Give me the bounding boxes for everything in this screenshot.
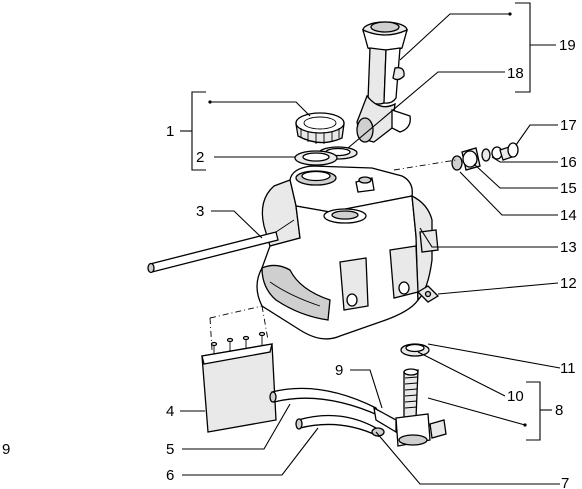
callout-7: 7 xyxy=(561,475,569,489)
tank-cap-part xyxy=(295,112,345,144)
callout-4: 4 xyxy=(166,403,174,420)
callout-18: 18 xyxy=(507,65,524,82)
callout-8: 8 xyxy=(555,402,563,419)
callout-2: 2 xyxy=(196,149,204,166)
fuel-tap-part xyxy=(371,343,447,447)
heat-shield-part xyxy=(201,305,277,433)
page-marker: 9 xyxy=(2,441,10,458)
filler-neck-part xyxy=(356,21,411,143)
callout-12: 12 xyxy=(560,275,577,292)
callout-10: 10 xyxy=(507,388,524,405)
callout-1: 1 xyxy=(166,123,174,140)
fuel-hoses-part xyxy=(269,387,382,438)
callout-17: 17 xyxy=(560,117,577,134)
callout-9: 9 xyxy=(335,362,343,379)
breather-hose-part xyxy=(147,219,295,274)
callout-13: 13 xyxy=(560,239,577,256)
callout-14: 14 xyxy=(560,207,577,224)
callout-15: 15 xyxy=(560,180,577,197)
fuel-tank-body xyxy=(256,165,439,340)
callout-6: 6 xyxy=(166,467,174,484)
callout-11: 11 xyxy=(560,360,576,377)
clip-nut-part xyxy=(416,285,440,303)
callout-5: 5 xyxy=(166,441,174,458)
callout-16: 16 xyxy=(560,154,577,171)
cap-gasket-part xyxy=(294,150,338,166)
callout-leaders xyxy=(180,2,561,485)
callout-3: 3 xyxy=(196,203,204,220)
fitting-assembly-part xyxy=(451,142,519,171)
callout-19: 19 xyxy=(559,37,576,54)
